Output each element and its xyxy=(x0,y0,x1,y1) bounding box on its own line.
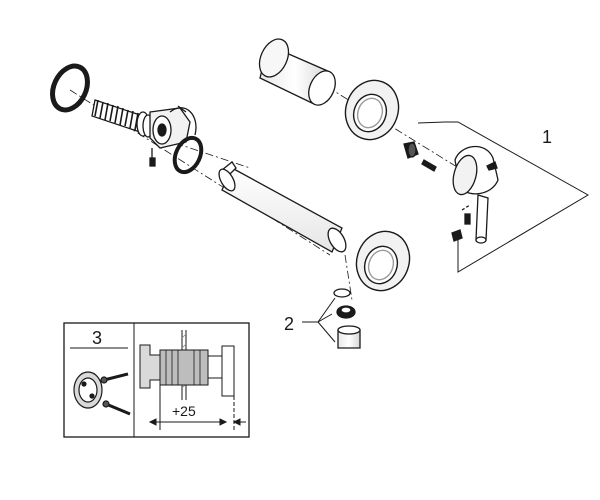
inset-panel: +25 xyxy=(63,322,250,438)
aerator-assembly xyxy=(333,288,361,349)
handle-sleeve xyxy=(258,38,336,106)
callout-3: 3 xyxy=(92,328,102,348)
callout-2: 2 xyxy=(284,314,294,334)
flange-mount xyxy=(149,105,197,167)
mounting-plate-screws xyxy=(73,371,131,416)
rosette-spout xyxy=(355,230,411,292)
callout-2-bracket xyxy=(302,297,336,343)
assembly-axis-lines xyxy=(69,69,471,301)
threaded-body xyxy=(91,99,154,138)
spout-pipe xyxy=(218,161,347,253)
dimension-label: +25 xyxy=(172,403,196,419)
rosette-handle xyxy=(344,79,400,141)
o-ring-large xyxy=(50,63,90,113)
o-ring-small xyxy=(172,135,204,175)
handle-assembly xyxy=(403,121,590,273)
wall-section xyxy=(139,330,235,430)
dimension-line xyxy=(148,418,246,426)
callout-1: 1 xyxy=(542,127,552,147)
